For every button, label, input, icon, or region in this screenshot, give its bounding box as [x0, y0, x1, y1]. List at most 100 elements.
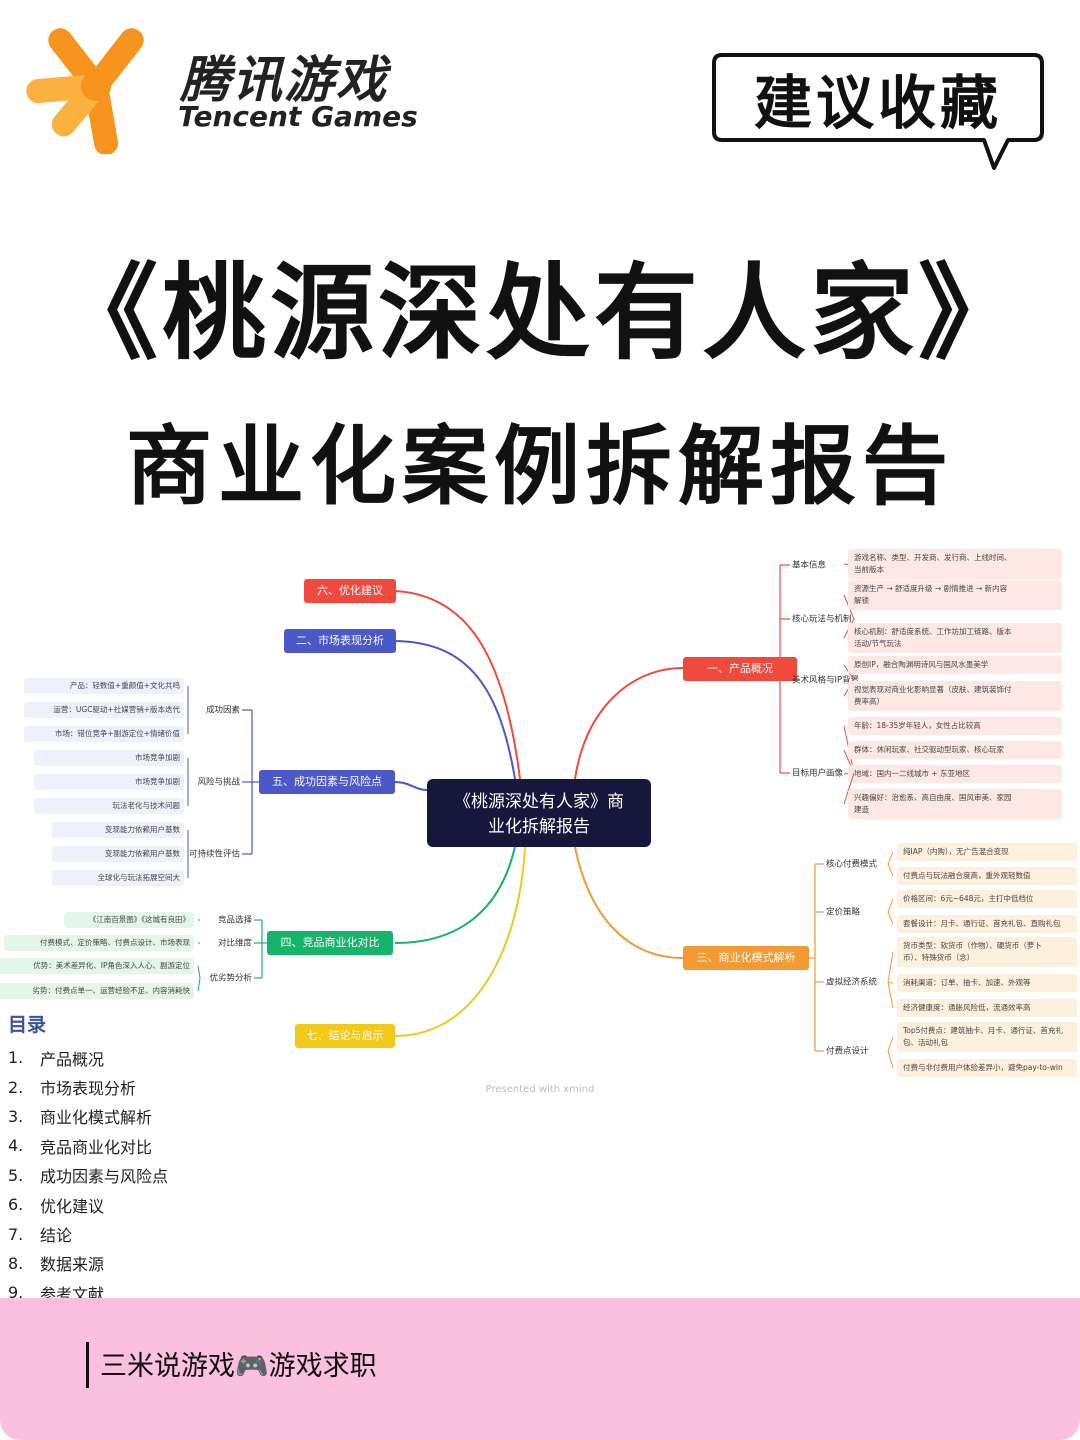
leaf-node	[848, 741, 1062, 759]
leaf-node-text: 玩法老化与技术问题	[113, 800, 181, 810]
leaf-node-text: 付费模式、定价策略、付费点设计、市场表现	[40, 937, 190, 947]
footer-banner: 三米说游戏🎮游戏求职	[0, 1298, 1080, 1440]
leaf-node-text: 兴趣偏好：治愈系、高自由度、国风审美、家园	[854, 792, 1012, 802]
page-subtitle: 商业化案例拆解报告	[126, 417, 954, 517]
leaf-node	[897, 915, 1077, 933]
connector-line	[887, 911, 894, 925]
leaf-node-text: 费率高）	[854, 696, 884, 706]
sub-node-label: 风险与挑战	[197, 777, 240, 788]
page-title: 《桃源深处有人家》	[53, 252, 1026, 374]
sub-node-label: 优劣势分析	[209, 973, 252, 984]
toc-item-number: 7.	[8, 1224, 24, 1244]
leaf-node-text: 解锁	[854, 595, 869, 605]
leaf-node	[34, 774, 184, 790]
toc-item-label: 结论	[40, 1226, 73, 1246]
leaf-node	[897, 937, 1077, 967]
leaf-node-text: 优势：美术差异化、IP角色深入人心、副游定位	[33, 960, 190, 970]
branch-connector	[574, 667, 684, 780]
toc-item[interactable]: 6.优化建议	[8, 1190, 308, 1219]
connector-line	[197, 977, 201, 992]
connector-line	[843, 772, 855, 805]
branch-node-overview	[683, 657, 797, 681]
toc-item[interactable]: 7. 结论	[8, 1219, 308, 1248]
leaf-node-text: 经济健康度：通胀风险低，流通效率高	[903, 1002, 1031, 1012]
leaf-node	[897, 843, 1077, 861]
leaf-node-text: 市场竞争加剧	[135, 752, 180, 762]
connector-line	[197, 965, 201, 979]
leaf-node-text: 核心机制：舒适度系统、工作坊加工链路、版本	[854, 626, 1012, 636]
toc-item[interactable]: 5. 成功因素与风险点	[8, 1161, 308, 1190]
leaf-node	[0, 958, 194, 974]
branch-node-conclusion-label: 七、结论与启示	[307, 1028, 384, 1042]
toc-item[interactable]: 4. 竞品商业化对比	[8, 1131, 308, 1160]
toc-item-number: 5.	[8, 1165, 24, 1185]
toc-item[interactable]: 3.商业化模式解析	[8, 1102, 308, 1131]
toc-item-number: 9.	[8, 1283, 24, 1303]
tencent-games-logo-icon	[26, 28, 144, 154]
toc-title: 目录	[8, 1014, 47, 1036]
sub-node-label: 核心付费模式	[826, 859, 878, 870]
sub-node-label: 可持续性评估	[189, 849, 241, 860]
leaf-node-text: 原创IP，融合陶渊明诗风与国风水墨美学	[854, 659, 989, 669]
sub-node-label: 定价策略	[826, 907, 861, 918]
leaf-node	[848, 623, 1062, 653]
branch-node-success-risk-label: 五、成功因素与风险点	[272, 774, 382, 788]
leaf-node	[897, 974, 1077, 992]
connector-line	[887, 1036, 894, 1052]
leaf-node-text: 游戏名称、类型、开发商、发行商、上线时间、	[854, 552, 1012, 562]
sub-node-label: 核心玩法与机制	[792, 614, 852, 625]
leaf-node-text: 货币类型：软货币（作物）、硬货币（萝卜	[903, 940, 1042, 950]
footer-divider	[86, 1342, 89, 1388]
speech-bubble-icon	[712, 53, 1044, 170]
leaf-node-text: 全球化与玩法拓展空间大	[98, 872, 181, 882]
mindmap-center-node	[427, 779, 651, 847]
sub-node-label: 对比维度	[218, 938, 253, 949]
sub-node-label: 虚拟经济系统	[826, 977, 878, 988]
leaf-node-text: 地域：国内一二线城市 + 东亚地区	[854, 768, 971, 778]
toc-item[interactable]: 1. 产品概况	[8, 1043, 308, 1072]
toc-item-number: 4.	[8, 1136, 24, 1156]
leaf-node	[24, 702, 184, 718]
branch-node-overview-label: 一、产品概况	[707, 661, 773, 675]
mindmap: 《桃源深处有人家》商业化拆解报告六、优化建议二、市场表现分析一、产品概况五、成功…	[0, 549, 1077, 1095]
branch-connector	[574, 846, 684, 959]
leaf-node-text: 套餐设计：月卡、通行证、首充礼包、直购礼包	[903, 918, 1061, 928]
branch-connector	[394, 846, 526, 1037]
bookmark-badge: 建议收藏	[753, 69, 1002, 137]
branch-node-competitor-label: 四、竞品商业化对比	[281, 935, 380, 949]
leaf-node	[34, 798, 184, 814]
leaf-node-text: 产品：轻数值+重颜值+文化共鸣	[70, 680, 180, 690]
leaf-node	[897, 999, 1077, 1017]
leaf-node-text: 资源生产 → 舒适度升级 → 剧情推进 → 新内容	[854, 583, 1008, 593]
branch-node-optimization-label: 六、优化建议	[317, 583, 383, 597]
toc-item[interactable]: 2.市场表现分析	[8, 1072, 308, 1101]
toc-item-label: 成功因素与风险点	[40, 1167, 169, 1187]
center-node-label: 业化拆解报告	[488, 817, 590, 837]
toc-item[interactable]: 8.数据来源	[8, 1249, 308, 1278]
leaf-node-text: 视觉表现对商业化影响显著（皮肤、建筑装饰付	[854, 684, 1012, 694]
toc-item-number: 2.	[8, 1077, 24, 1097]
leaf-node-text: 付费与非付费用户体验差异小，避免pay-to-win	[903, 1062, 1063, 1072]
leaf-node	[4, 935, 194, 951]
leaf-node-text: 当前版本	[854, 564, 884, 574]
connector-line	[887, 1050, 894, 1069]
branch-connector	[394, 640, 516, 780]
leaf-node	[848, 681, 1062, 711]
sub-node-label: 美术风格与IP背景	[792, 675, 859, 686]
leaf-node-text: 建造	[854, 804, 869, 814]
leaf-node	[897, 890, 1077, 908]
leaf-node	[897, 1022, 1077, 1052]
connector-line	[887, 863, 894, 877]
footer-text: 三米说游戏🎮游戏求职	[100, 1351, 377, 1382]
brand-name-en: Tencent Games	[178, 100, 418, 133]
toc-item-label: 竞品商业化对比	[40, 1137, 153, 1157]
toc-item-label: 产品概况	[40, 1049, 105, 1069]
toc-item-number: 6.	[8, 1195, 24, 1215]
toc-item-number: 1.	[8, 1048, 24, 1068]
sub-node-label: 付费点设计	[826, 1046, 869, 1057]
sub-node-label: 成功因素	[206, 705, 241, 716]
leaf-node-text: 群体：休闲玩家、社交驱动型玩家、核心玩家	[854, 744, 1004, 754]
leaf-node	[848, 580, 1062, 610]
leaf-node	[64, 912, 194, 928]
leaf-node-text: 市场竞争加剧	[135, 776, 180, 786]
